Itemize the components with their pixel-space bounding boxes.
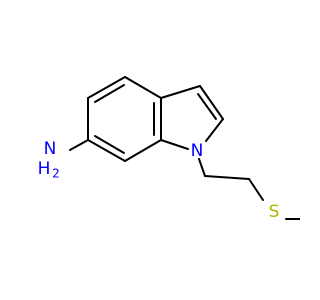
bond-c2-n1 xyxy=(205,118,224,142)
amine-hydrogen-label: H xyxy=(38,159,51,179)
sulfur-label: S xyxy=(269,202,280,222)
molecule-canvas: N N H 2 S xyxy=(38,76,300,222)
bond-c5-c4-inner xyxy=(94,84,125,103)
bond-c5-c4 xyxy=(87,76,126,99)
amine-hydrogen-count: 2 xyxy=(52,167,60,181)
bond-c4-c3a xyxy=(124,76,162,99)
bond-ch2-s xyxy=(248,178,264,201)
bond-c7a-c7 xyxy=(124,139,162,162)
structure-diagram: N N H 2 S xyxy=(38,76,300,222)
bond-c7-c6 xyxy=(87,139,126,162)
bond-c3a-c3 xyxy=(160,85,201,99)
bond-ch2-ch2 xyxy=(204,175,250,180)
atom-label-layer: N N H 2 S xyxy=(38,139,280,222)
bond-c6-nh2 xyxy=(69,139,89,151)
bond-n1-ch2 xyxy=(198,158,206,177)
bond-layer xyxy=(69,76,300,220)
bond-c3-c2 xyxy=(199,85,224,120)
bond-c7-c6-inner xyxy=(94,135,125,154)
ring-nitrogen-label: N xyxy=(191,141,204,161)
bond-n1-c7a xyxy=(160,139,189,150)
amine-nitrogen-label: N xyxy=(44,139,57,159)
bond-c3-c2-inner xyxy=(197,93,217,120)
